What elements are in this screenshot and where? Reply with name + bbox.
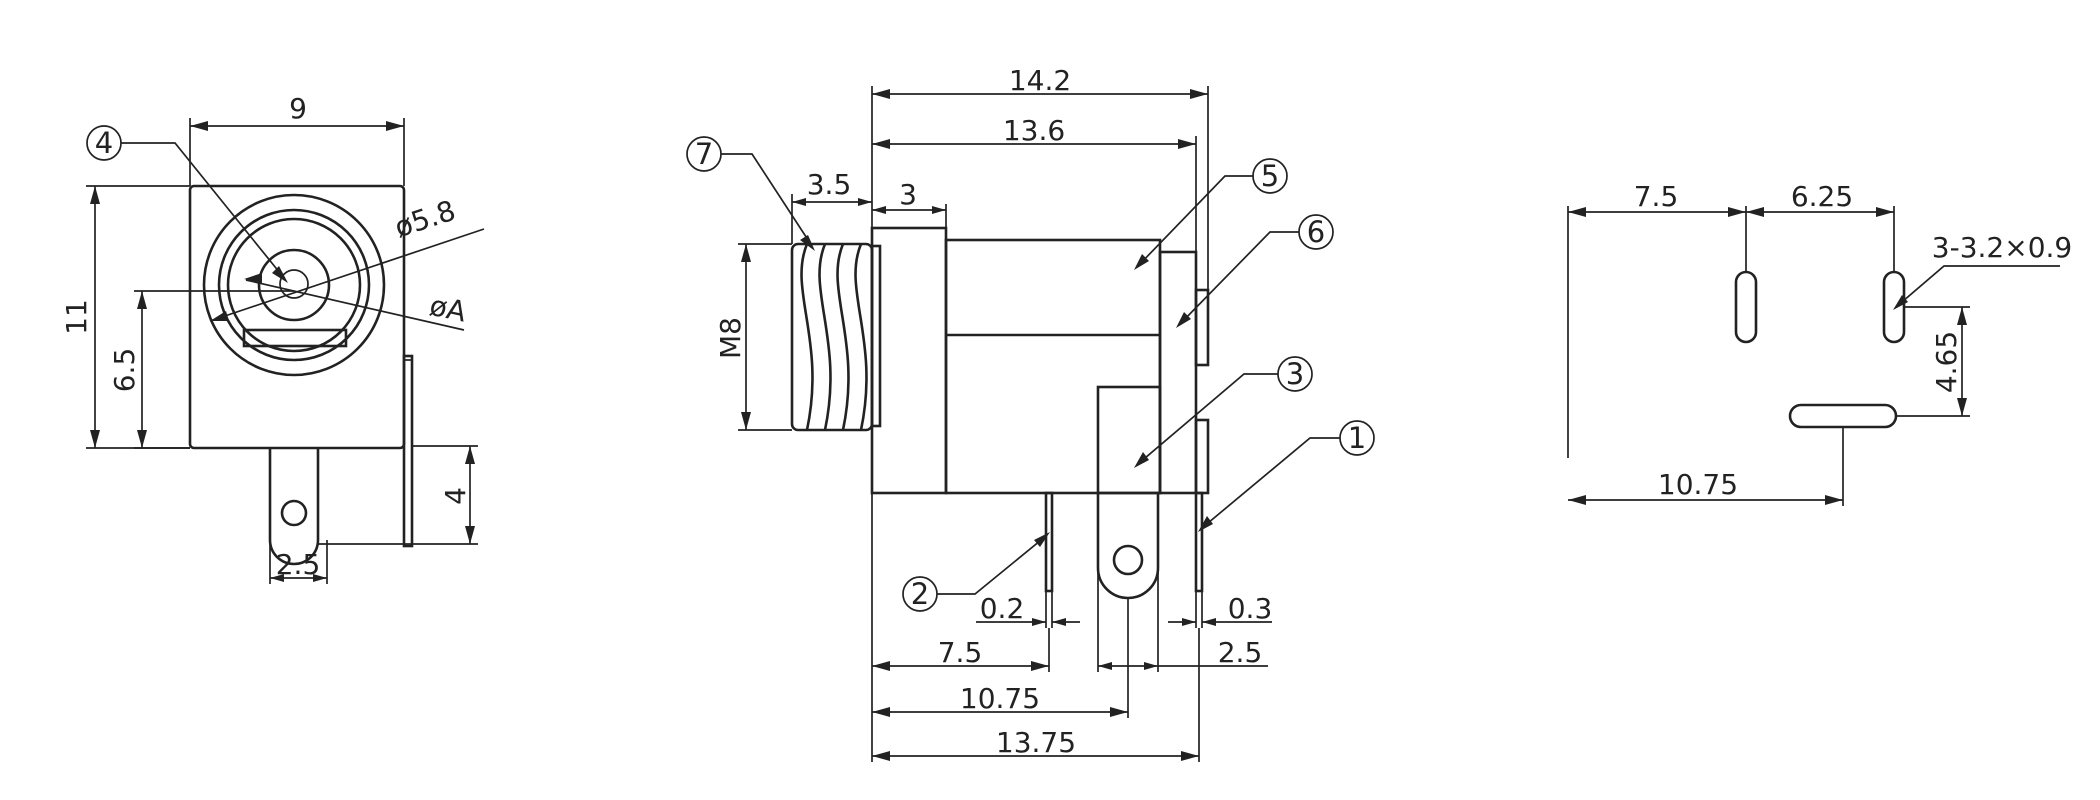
- dim-pin-position-c: 13.75: [996, 726, 1076, 759]
- dim-footprint-offset-h: 10.75: [1658, 468, 1738, 501]
- dim-front-width: 9: [289, 92, 307, 125]
- dim-pin-thickness-a: 0.2: [980, 592, 1025, 625]
- footprint-view: 7.5 6.25 3-3.2×0.9 4.65 10.75: [1567, 180, 2072, 506]
- callout-7: 7: [695, 137, 713, 171]
- footprint-slot-3: [1788, 403, 1898, 429]
- side-view: 14.2 13.6 3.5 3 M8 0.2: [686, 64, 1375, 762]
- front-inner-ring: [217, 208, 371, 362]
- dim-footprint-spacing-a: 7.5: [1634, 180, 1679, 213]
- front-solder-lug: [268, 448, 320, 566]
- dim-front-lug-width: 2.5: [276, 548, 321, 581]
- dim-front-lug-height: 4: [439, 487, 472, 505]
- dim-pin-position-a: 7.5: [938, 636, 983, 669]
- front-bore: [257, 248, 331, 322]
- side-rear-tab: [1194, 288, 1210, 367]
- dim-overall-length: 14.2: [1009, 64, 1071, 97]
- footprint-slot-2: [1882, 270, 1906, 344]
- front-outer-ring: [202, 193, 386, 377]
- dim-thread-length: 3.5: [807, 168, 852, 201]
- side-pin-2: [1044, 491, 1054, 593]
- dim-outer-diameter: ø5.8: [391, 194, 460, 244]
- dim-side-lug-width: 2.5: [1218, 636, 1263, 669]
- dim-pin-position-b: 10.75: [960, 682, 1040, 715]
- side-solder-lug: [1096, 493, 1160, 600]
- front-socket-ring: [226, 217, 362, 353]
- front-lug-hole: [280, 499, 308, 527]
- front-side-pin: [402, 354, 414, 548]
- side-rear-tab-2: [1194, 418, 1210, 495]
- label-slot-spec: 3-3.2×0.9: [1932, 231, 2072, 264]
- callout-5: 5: [1261, 159, 1279, 193]
- dim-body-length: 13.6: [1003, 114, 1065, 147]
- callout-6: 6: [1307, 215, 1325, 249]
- callout-4: 4: [95, 126, 113, 160]
- side-collar: [870, 226, 948, 495]
- side-thread: [790, 242, 882, 432]
- front-view: 9 11 6.5 ø5.8 øA 4 2: [60, 92, 485, 584]
- dim-footprint-spacing-b: 6.25: [1791, 180, 1853, 213]
- side-rear-plate: [1158, 250, 1198, 495]
- dim-front-height: 11: [60, 299, 93, 335]
- dim-thread-diameter: M8: [714, 317, 747, 359]
- dim-collar-length: 3: [899, 178, 917, 211]
- callout-2: 2: [911, 577, 929, 611]
- callout-1: 1: [1348, 421, 1366, 455]
- dim-footprint-offset-v: 4.65: [1930, 331, 1963, 393]
- side-contact-block: [1096, 385, 1162, 495]
- dim-pin-thickness-b: 0.3: [1228, 592, 1273, 625]
- side-body: [944, 238, 1162, 495]
- front-pin-hole: [279, 269, 309, 299]
- footprint-slot-1: [1734, 270, 1758, 344]
- side-lug-hole: [1112, 544, 1144, 576]
- callout-3: 3: [1286, 357, 1304, 391]
- dim-center-height: 6.5: [108, 348, 141, 393]
- dim-inner-diameter: øA: [427, 289, 469, 329]
- side-pin-1: [1194, 491, 1204, 593]
- front-spring-slot: [242, 328, 348, 348]
